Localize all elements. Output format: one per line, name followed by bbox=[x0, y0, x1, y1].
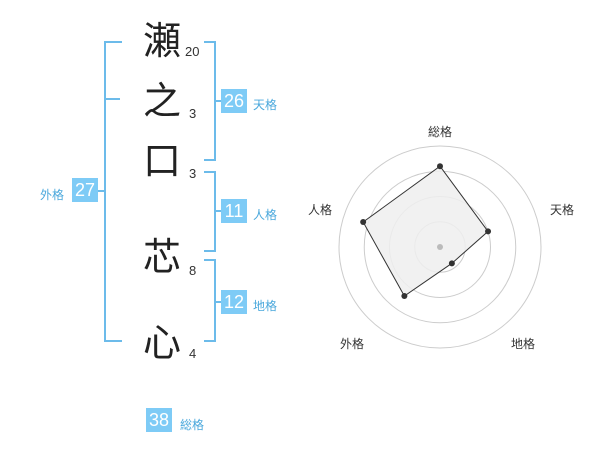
name-char-1: 瀬 bbox=[142, 19, 181, 63]
gaikaku-label: 外格 bbox=[40, 188, 65, 202]
soukaku-label: 総格 bbox=[180, 418, 205, 432]
chikaku-badge: 12 bbox=[221, 290, 247, 314]
gaikaku-bracket-connector bbox=[98, 190, 106, 192]
radar-series-polygon bbox=[362, 165, 489, 297]
radar-axis-label-tenkaku: 天格 bbox=[550, 203, 575, 217]
tenkaku-label: 天格 bbox=[253, 98, 278, 112]
soukaku-badge: 38 bbox=[146, 408, 172, 432]
radar-ring bbox=[389, 196, 491, 298]
radar-axis-label-jinkaku: 人格 bbox=[308, 203, 333, 217]
gaikaku-badge: 27 bbox=[72, 178, 98, 202]
stroke-count-1: 20 bbox=[185, 44, 200, 59]
gaikaku-bracket-tick bbox=[104, 98, 120, 100]
chikaku-bracket bbox=[204, 259, 216, 342]
radar-axis-label-soukaku: 総格 bbox=[428, 125, 453, 139]
stroke-count-4: 8 bbox=[189, 263, 197, 278]
name-char-2: 之 bbox=[142, 79, 181, 123]
radar-center-point bbox=[437, 244, 443, 250]
gaikaku-bracket bbox=[104, 41, 122, 342]
tenkaku-bracket-connector bbox=[214, 100, 222, 102]
radar-point-1 bbox=[485, 228, 492, 235]
name-char-3: 口 bbox=[142, 139, 181, 183]
stroke-count-3: 3 bbox=[189, 166, 197, 181]
stroke-count-2: 3 bbox=[189, 106, 197, 121]
chikaku-bracket-connector bbox=[214, 301, 222, 303]
radar-point-0 bbox=[437, 163, 443, 170]
radar-ring bbox=[363, 170, 517, 324]
name-char-5: 心 bbox=[142, 321, 181, 365]
radar-point-4 bbox=[360, 219, 367, 226]
stroke-count-5: 4 bbox=[189, 346, 197, 361]
radar-axis-label-chikaku: 地格 bbox=[511, 337, 536, 351]
radar-ring bbox=[338, 145, 542, 349]
radar-ring bbox=[414, 221, 466, 273]
radar-point-2 bbox=[448, 260, 455, 267]
chikaku-label: 地格 bbox=[253, 299, 278, 313]
radar-point-3 bbox=[401, 293, 408, 300]
radar-axis-label-gaikaku: 外格 bbox=[340, 337, 365, 351]
jinkaku-bracket-connector bbox=[214, 210, 222, 212]
tenkaku-badge: 26 bbox=[221, 89, 247, 113]
jinkaku-label: 人格 bbox=[253, 208, 278, 222]
jinkaku-badge: 11 bbox=[221, 199, 247, 223]
name-char-4: 芯 bbox=[142, 235, 181, 279]
